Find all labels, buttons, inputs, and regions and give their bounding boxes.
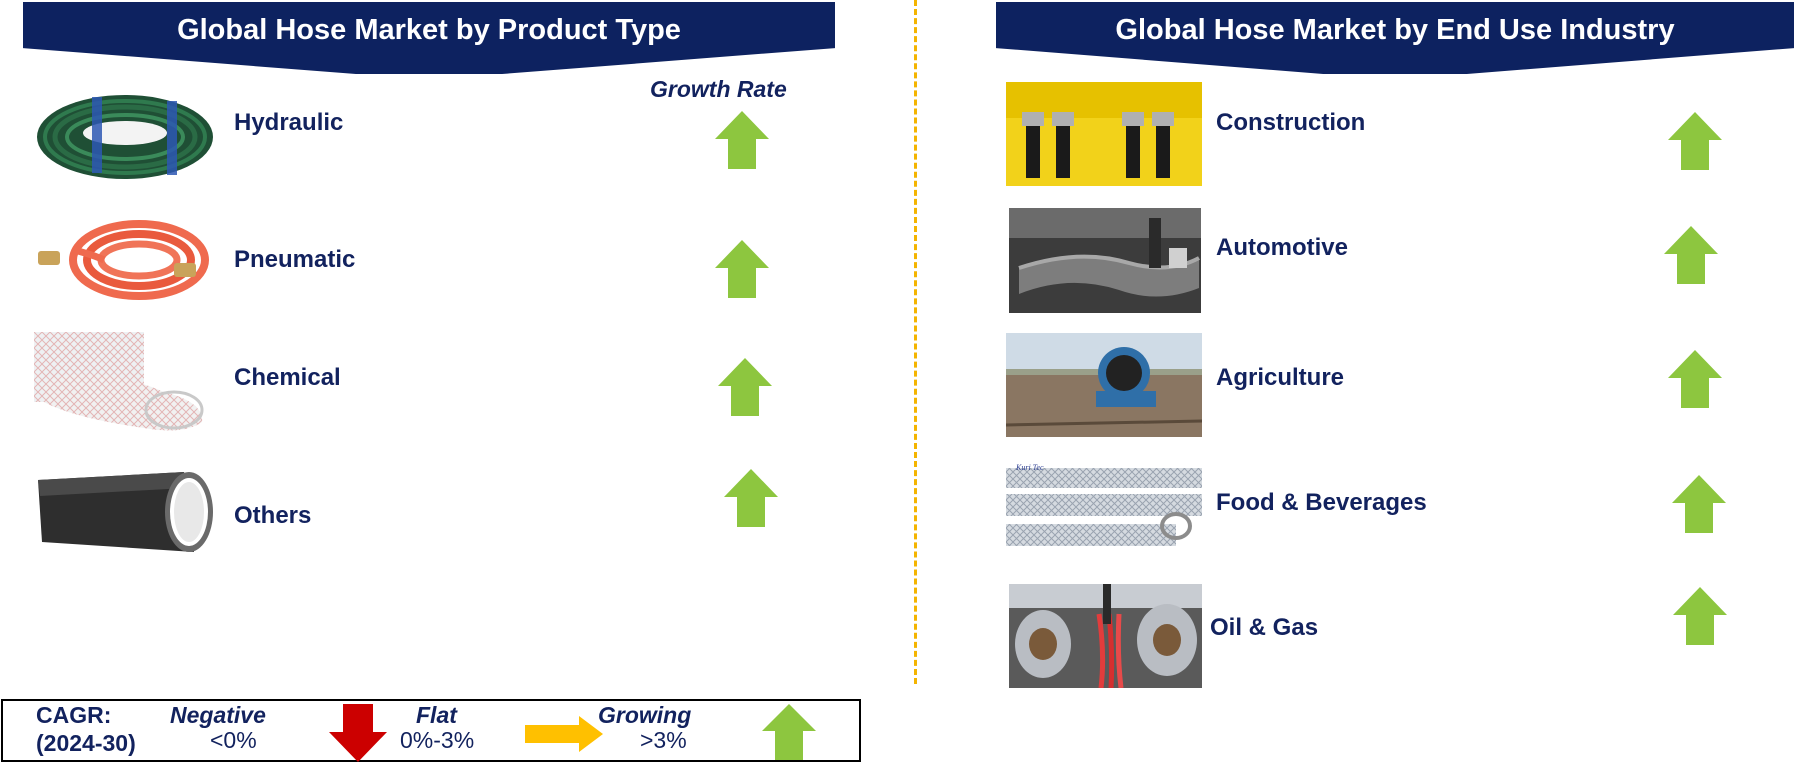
product-label-others: Others bbox=[234, 502, 312, 529]
green-up-arrow-icon bbox=[1668, 350, 1722, 408]
construction-image bbox=[1006, 82, 1202, 186]
industry-label-oil-gas: Oil & Gas bbox=[1210, 614, 1319, 641]
chemical-hose-image bbox=[34, 332, 209, 435]
product-label-chemical: Chemical bbox=[234, 364, 341, 391]
yellow-right-arrow-icon bbox=[525, 716, 603, 752]
legend-growing-label: Growing bbox=[598, 702, 692, 728]
green-up-arrow-icon bbox=[762, 704, 816, 760]
industry-label-food-beverages: Food & Beverages bbox=[1216, 489, 1427, 516]
food-beverages-image: Kuri Tec bbox=[1006, 458, 1202, 556]
legend-flat-range: 0%-3% bbox=[400, 727, 475, 753]
green-up-arrow-icon bbox=[1664, 226, 1718, 284]
industry-label-agriculture: Agriculture bbox=[1216, 364, 1345, 391]
green-up-arrow-icon bbox=[1672, 475, 1726, 533]
legend-negative-label: Negative bbox=[170, 702, 266, 728]
pneumatic-hose-image bbox=[34, 215, 209, 305]
legend-flat-label: Flat bbox=[416, 702, 457, 728]
oil-gas-image bbox=[1009, 584, 1202, 688]
green-up-arrow-icon bbox=[718, 358, 772, 416]
green-up-arrow-icon bbox=[715, 240, 769, 298]
industry-label-automotive: Automotive bbox=[1216, 234, 1348, 261]
product-label-pneumatic: Pneumatic bbox=[234, 246, 356, 273]
green-up-arrow-icon bbox=[1673, 587, 1727, 645]
product-type-title: Global Hose Market by Product Type bbox=[177, 14, 681, 46]
green-up-arrow-icon bbox=[724, 469, 778, 527]
hydraulic-hose-image bbox=[32, 87, 219, 185]
product-type-banner: Global Hose Market by Product Type bbox=[23, 2, 835, 74]
legend-growing-range: >3% bbox=[640, 727, 687, 753]
end-use-banner: Global Hose Market by End Use Industry bbox=[996, 2, 1794, 74]
industry-label-construction: Construction bbox=[1216, 109, 1366, 136]
svg-text:Kuri Tec: Kuri Tec bbox=[1015, 463, 1044, 472]
cagr-label: CAGR: bbox=[36, 702, 112, 728]
automotive-image bbox=[1009, 208, 1201, 313]
product-label-hydraulic: Hydraulic bbox=[234, 109, 344, 136]
others-hose-image bbox=[34, 466, 219, 562]
cagr-legend: CAGR: (2024-30) Negative <0% Flat 0%-3% … bbox=[1, 699, 861, 762]
red-down-arrow-icon bbox=[329, 704, 387, 762]
agriculture-image bbox=[1006, 333, 1202, 437]
growth-rate-header: Growth Rate bbox=[650, 76, 787, 102]
cagr-period: (2024-30) bbox=[36, 730, 136, 756]
legend-negative-range: <0% bbox=[210, 727, 257, 753]
end-use-title: Global Hose Market by End Use Industry bbox=[1115, 14, 1675, 46]
panel-divider bbox=[914, 0, 917, 684]
green-up-arrow-icon bbox=[715, 111, 769, 169]
green-up-arrow-icon bbox=[1668, 112, 1722, 170]
